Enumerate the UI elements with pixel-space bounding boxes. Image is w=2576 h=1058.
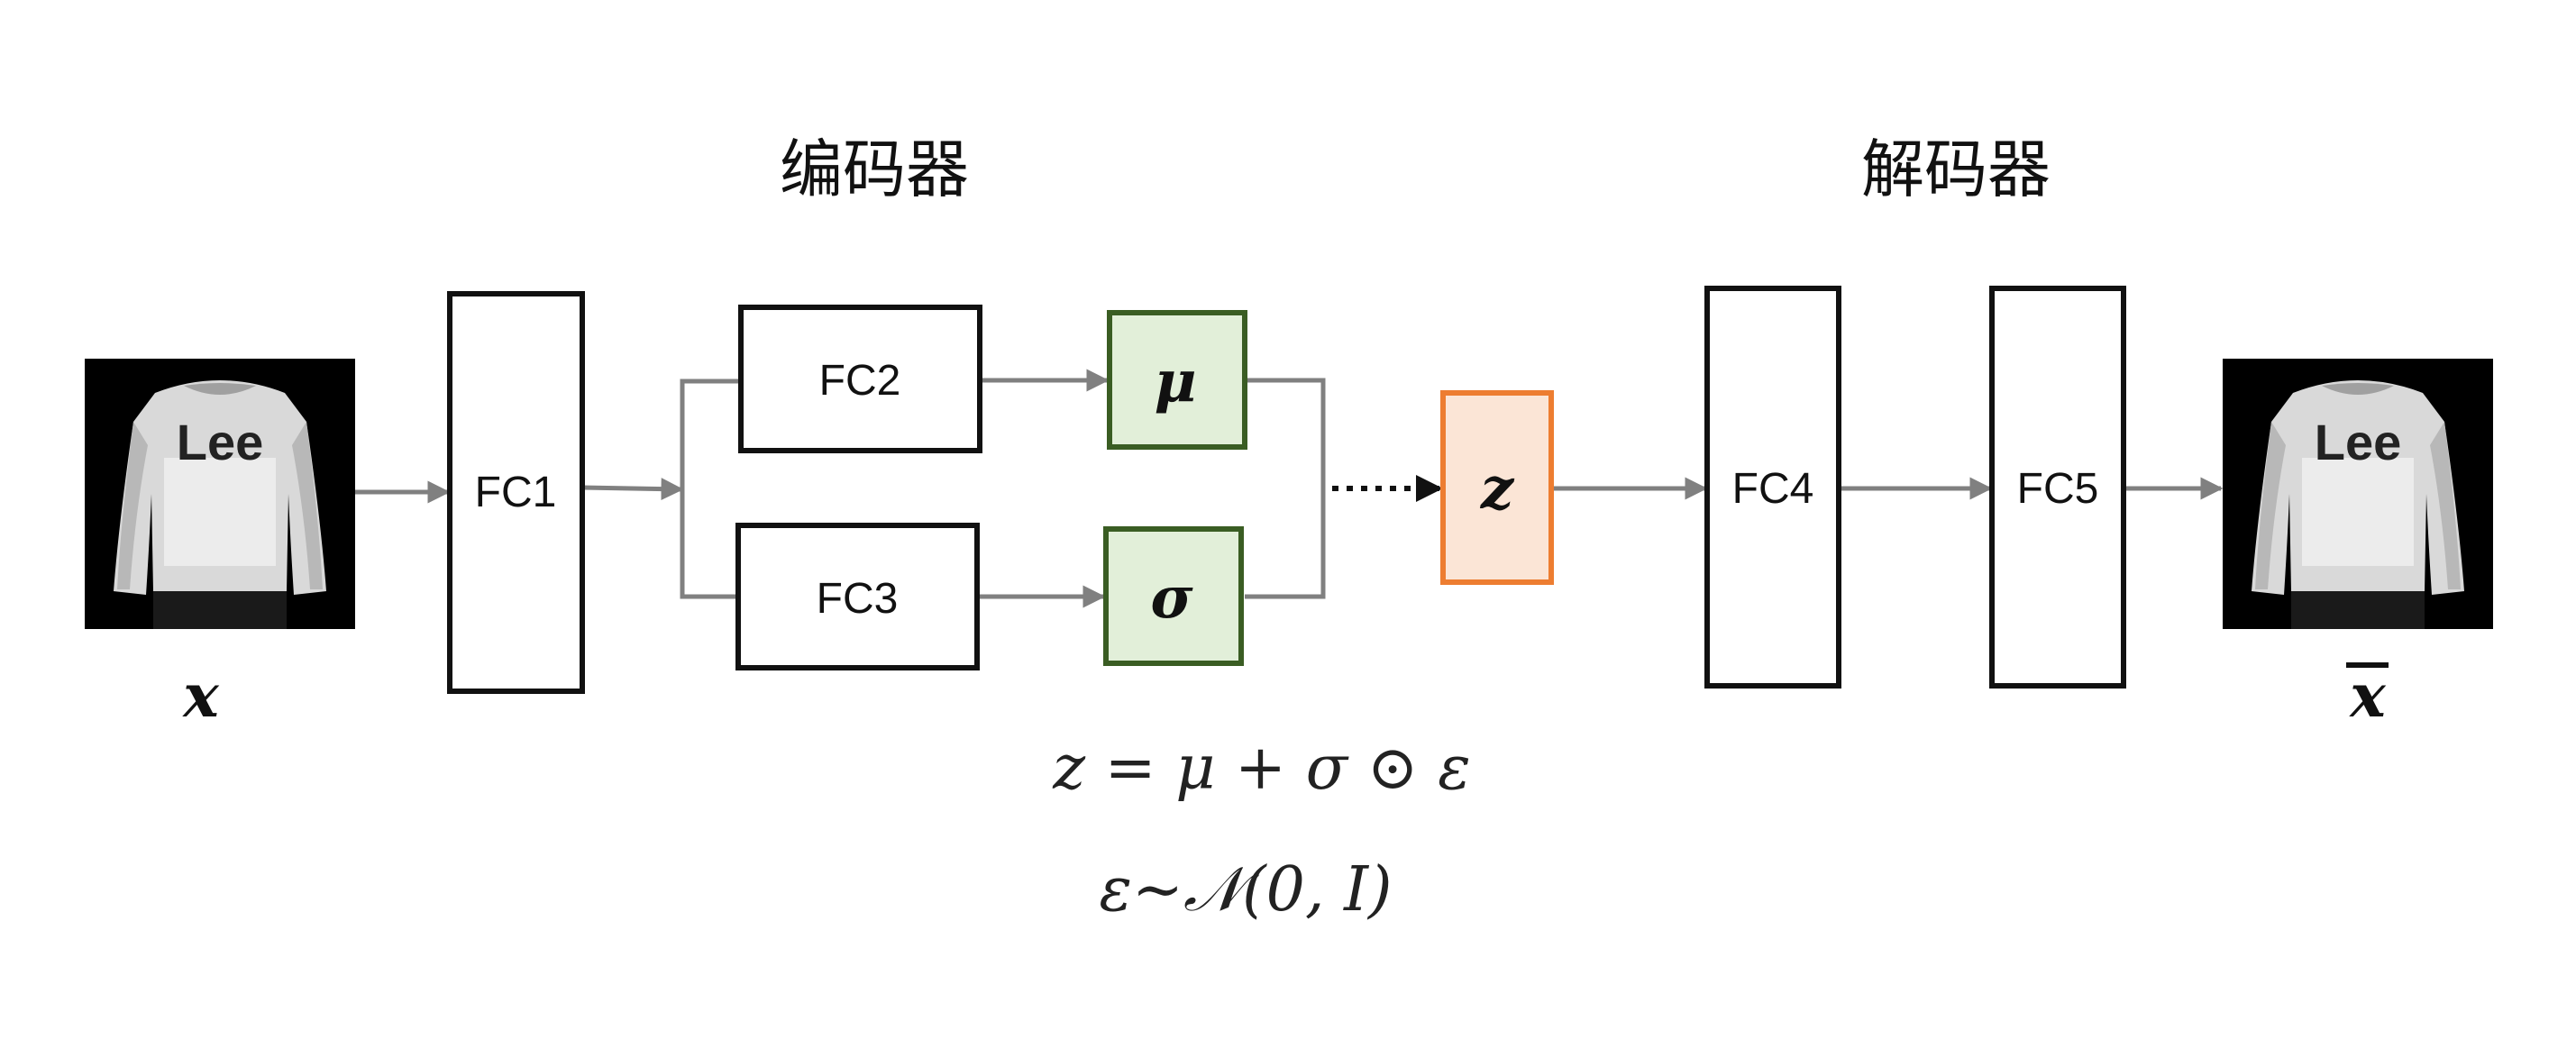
- fc1-label: FC1: [475, 469, 557, 516]
- mu-block: μ: [1107, 310, 1247, 450]
- sigma-block: σ: [1103, 526, 1244, 666]
- fc4-label: FC4: [1732, 465, 1814, 513]
- fc5-block: FC5: [1989, 286, 2126, 689]
- fc3-label: FC3: [817, 575, 899, 623]
- fc3-block: FC3: [735, 523, 980, 670]
- output-label: x: [2348, 661, 2386, 731]
- noise-equation: ε∼𝒩(0, I): [1099, 854, 1392, 926]
- input-label: x: [181, 661, 219, 731]
- output-image-logo: Lee: [2315, 414, 2402, 470]
- connectors: [355, 369, 2224, 608]
- mu-label: μ: [1155, 348, 1197, 415]
- input-image-logo: Lee: [177, 414, 264, 470]
- fc5-label: FC5: [2017, 465, 2099, 513]
- fc2-block: FC2: [738, 305, 982, 453]
- fc2-label: FC2: [819, 357, 901, 405]
- sigma-label: σ: [1150, 564, 1193, 632]
- z-label: z: [1480, 455, 1515, 523]
- output-image: Lee: [2223, 359, 2493, 629]
- z-block: z: [1440, 390, 1554, 585]
- encoder-title: 编码器: [780, 132, 969, 206]
- fc4-block: FC4: [1704, 286, 1841, 689]
- reparam-equation: z = μ + σ ⊙ ε: [1052, 733, 1471, 804]
- input-image: Lee: [85, 359, 355, 629]
- decoder-title: 解码器: [1861, 132, 2051, 206]
- fc1-block: FC1: [447, 291, 585, 694]
